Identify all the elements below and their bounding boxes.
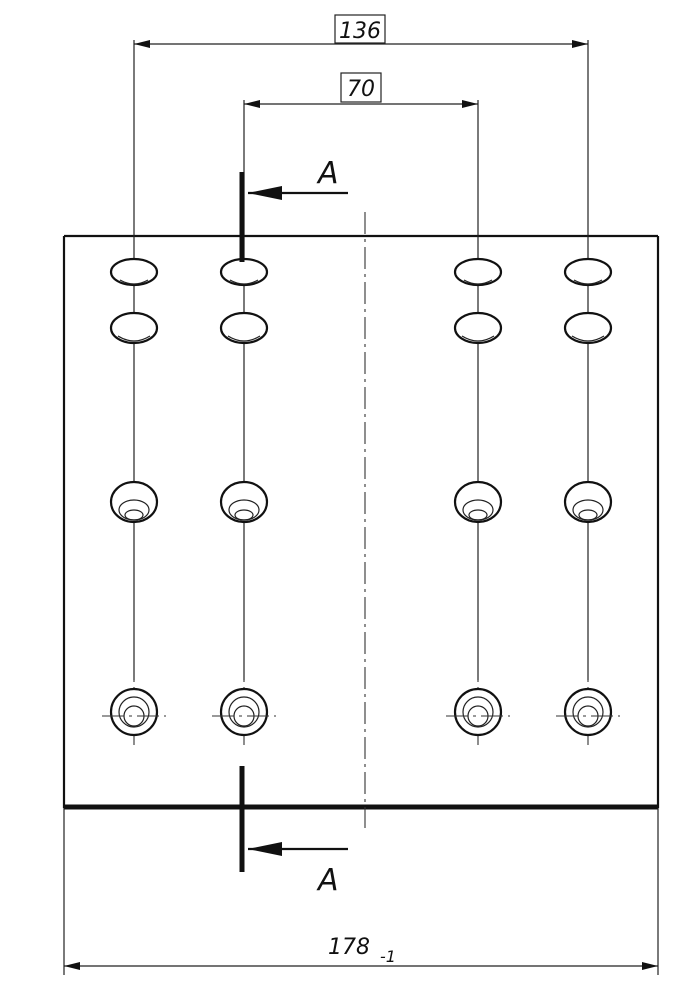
countersunk-hole — [563, 480, 613, 524]
dimension-178: 178 -1 — [63, 808, 659, 975]
round-hole — [212, 687, 276, 737]
section-arrow-head — [248, 186, 282, 200]
section-label-top: A — [316, 156, 339, 191]
round-hole — [556, 687, 620, 737]
slot-hole — [219, 257, 269, 287]
countersunk-hole — [219, 480, 269, 524]
slot-hole — [453, 311, 503, 345]
dimension-value-136: 136 — [339, 19, 381, 44]
hole-column-axes — [133, 40, 589, 745]
arrow-right — [462, 100, 478, 108]
round-hole — [102, 687, 166, 737]
round-hole — [446, 687, 510, 737]
arrow-left — [64, 962, 80, 970]
arrow-right — [642, 962, 658, 970]
dimension-value-70: 70 — [347, 77, 375, 102]
dimension-70: 70 — [244, 72, 478, 108]
countersunk-hole — [453, 480, 503, 524]
section-marker-top: A — [239, 156, 348, 262]
hole-row-3 — [109, 480, 613, 524]
hole-row-4 — [102, 687, 620, 737]
slot-hole — [563, 257, 613, 287]
slot-hole — [453, 257, 503, 287]
dimension-value-178: 178 — [328, 935, 370, 960]
countersunk-hole — [109, 480, 159, 524]
hole-row-2 — [109, 311, 613, 345]
hole-row-1 — [109, 257, 613, 287]
basic-dimension-frame — [334, 14, 386, 44]
plate — [62, 234, 660, 810]
dimension-136: 136 — [134, 14, 588, 48]
slot-hole — [109, 257, 159, 287]
arrow-left — [244, 100, 260, 108]
arrow-right — [572, 40, 588, 48]
arrow-left — [134, 40, 150, 48]
section-arrow-head — [248, 842, 282, 856]
section-label-bottom: A — [316, 863, 339, 898]
slot-hole — [563, 311, 613, 345]
slot-hole — [109, 311, 159, 345]
slot-hole — [219, 311, 269, 345]
basic-dimension-frame — [340, 72, 382, 103]
section-marker-bottom: A — [239, 766, 348, 898]
dimension-tolerance: -1 — [380, 947, 396, 966]
